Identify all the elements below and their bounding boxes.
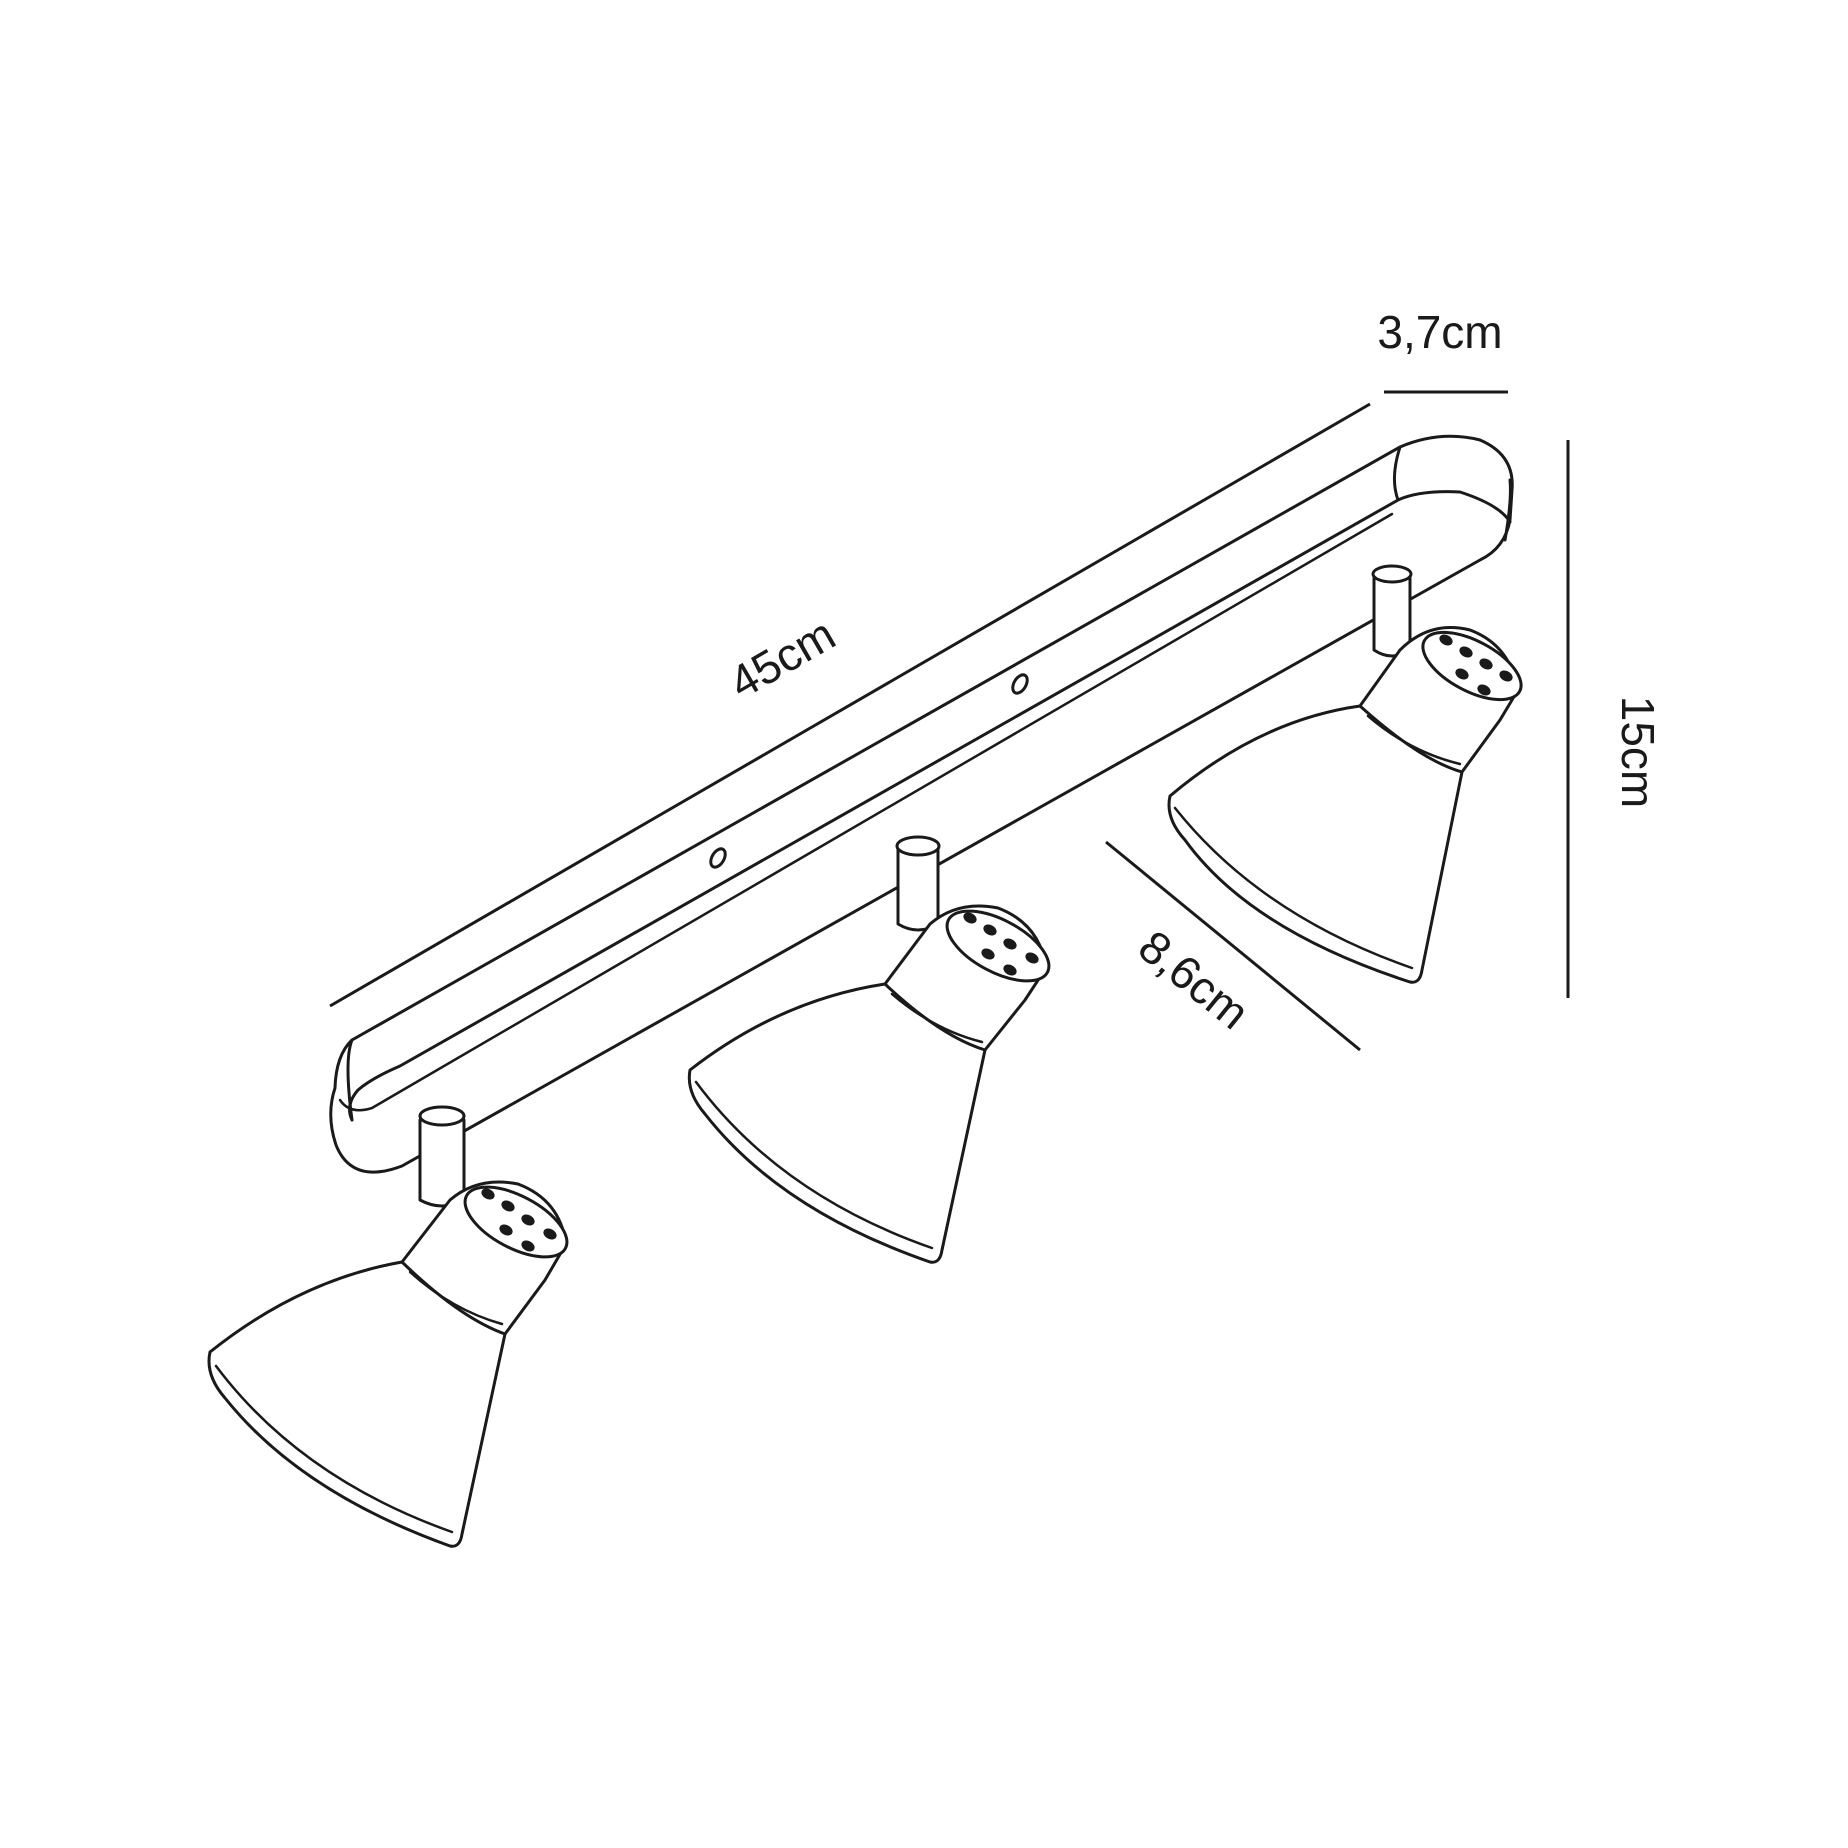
spotlight-left	[207, 1105, 569, 1548]
spotlight-middle	[687, 835, 1051, 1264]
length-label: 45cm	[720, 608, 843, 709]
ceiling-plate	[329, 434, 1514, 1174]
lens-head-right	[1421, 630, 1523, 702]
lens-head-left	[463, 1185, 569, 1259]
lens-head-middle	[945, 909, 1051, 983]
height-label: 15cm	[1612, 696, 1664, 808]
dimension-line-shade	[1105, 840, 1361, 1052]
depth-label: 3,7cm	[1377, 306, 1502, 358]
screw-hole-left	[709, 847, 727, 869]
screw-hole-right	[1011, 673, 1029, 695]
spotlight-right	[1167, 564, 1523, 984]
shade-length-label: 8,6cm	[1129, 920, 1259, 1039]
dimension-line-length	[329, 402, 1371, 1008]
